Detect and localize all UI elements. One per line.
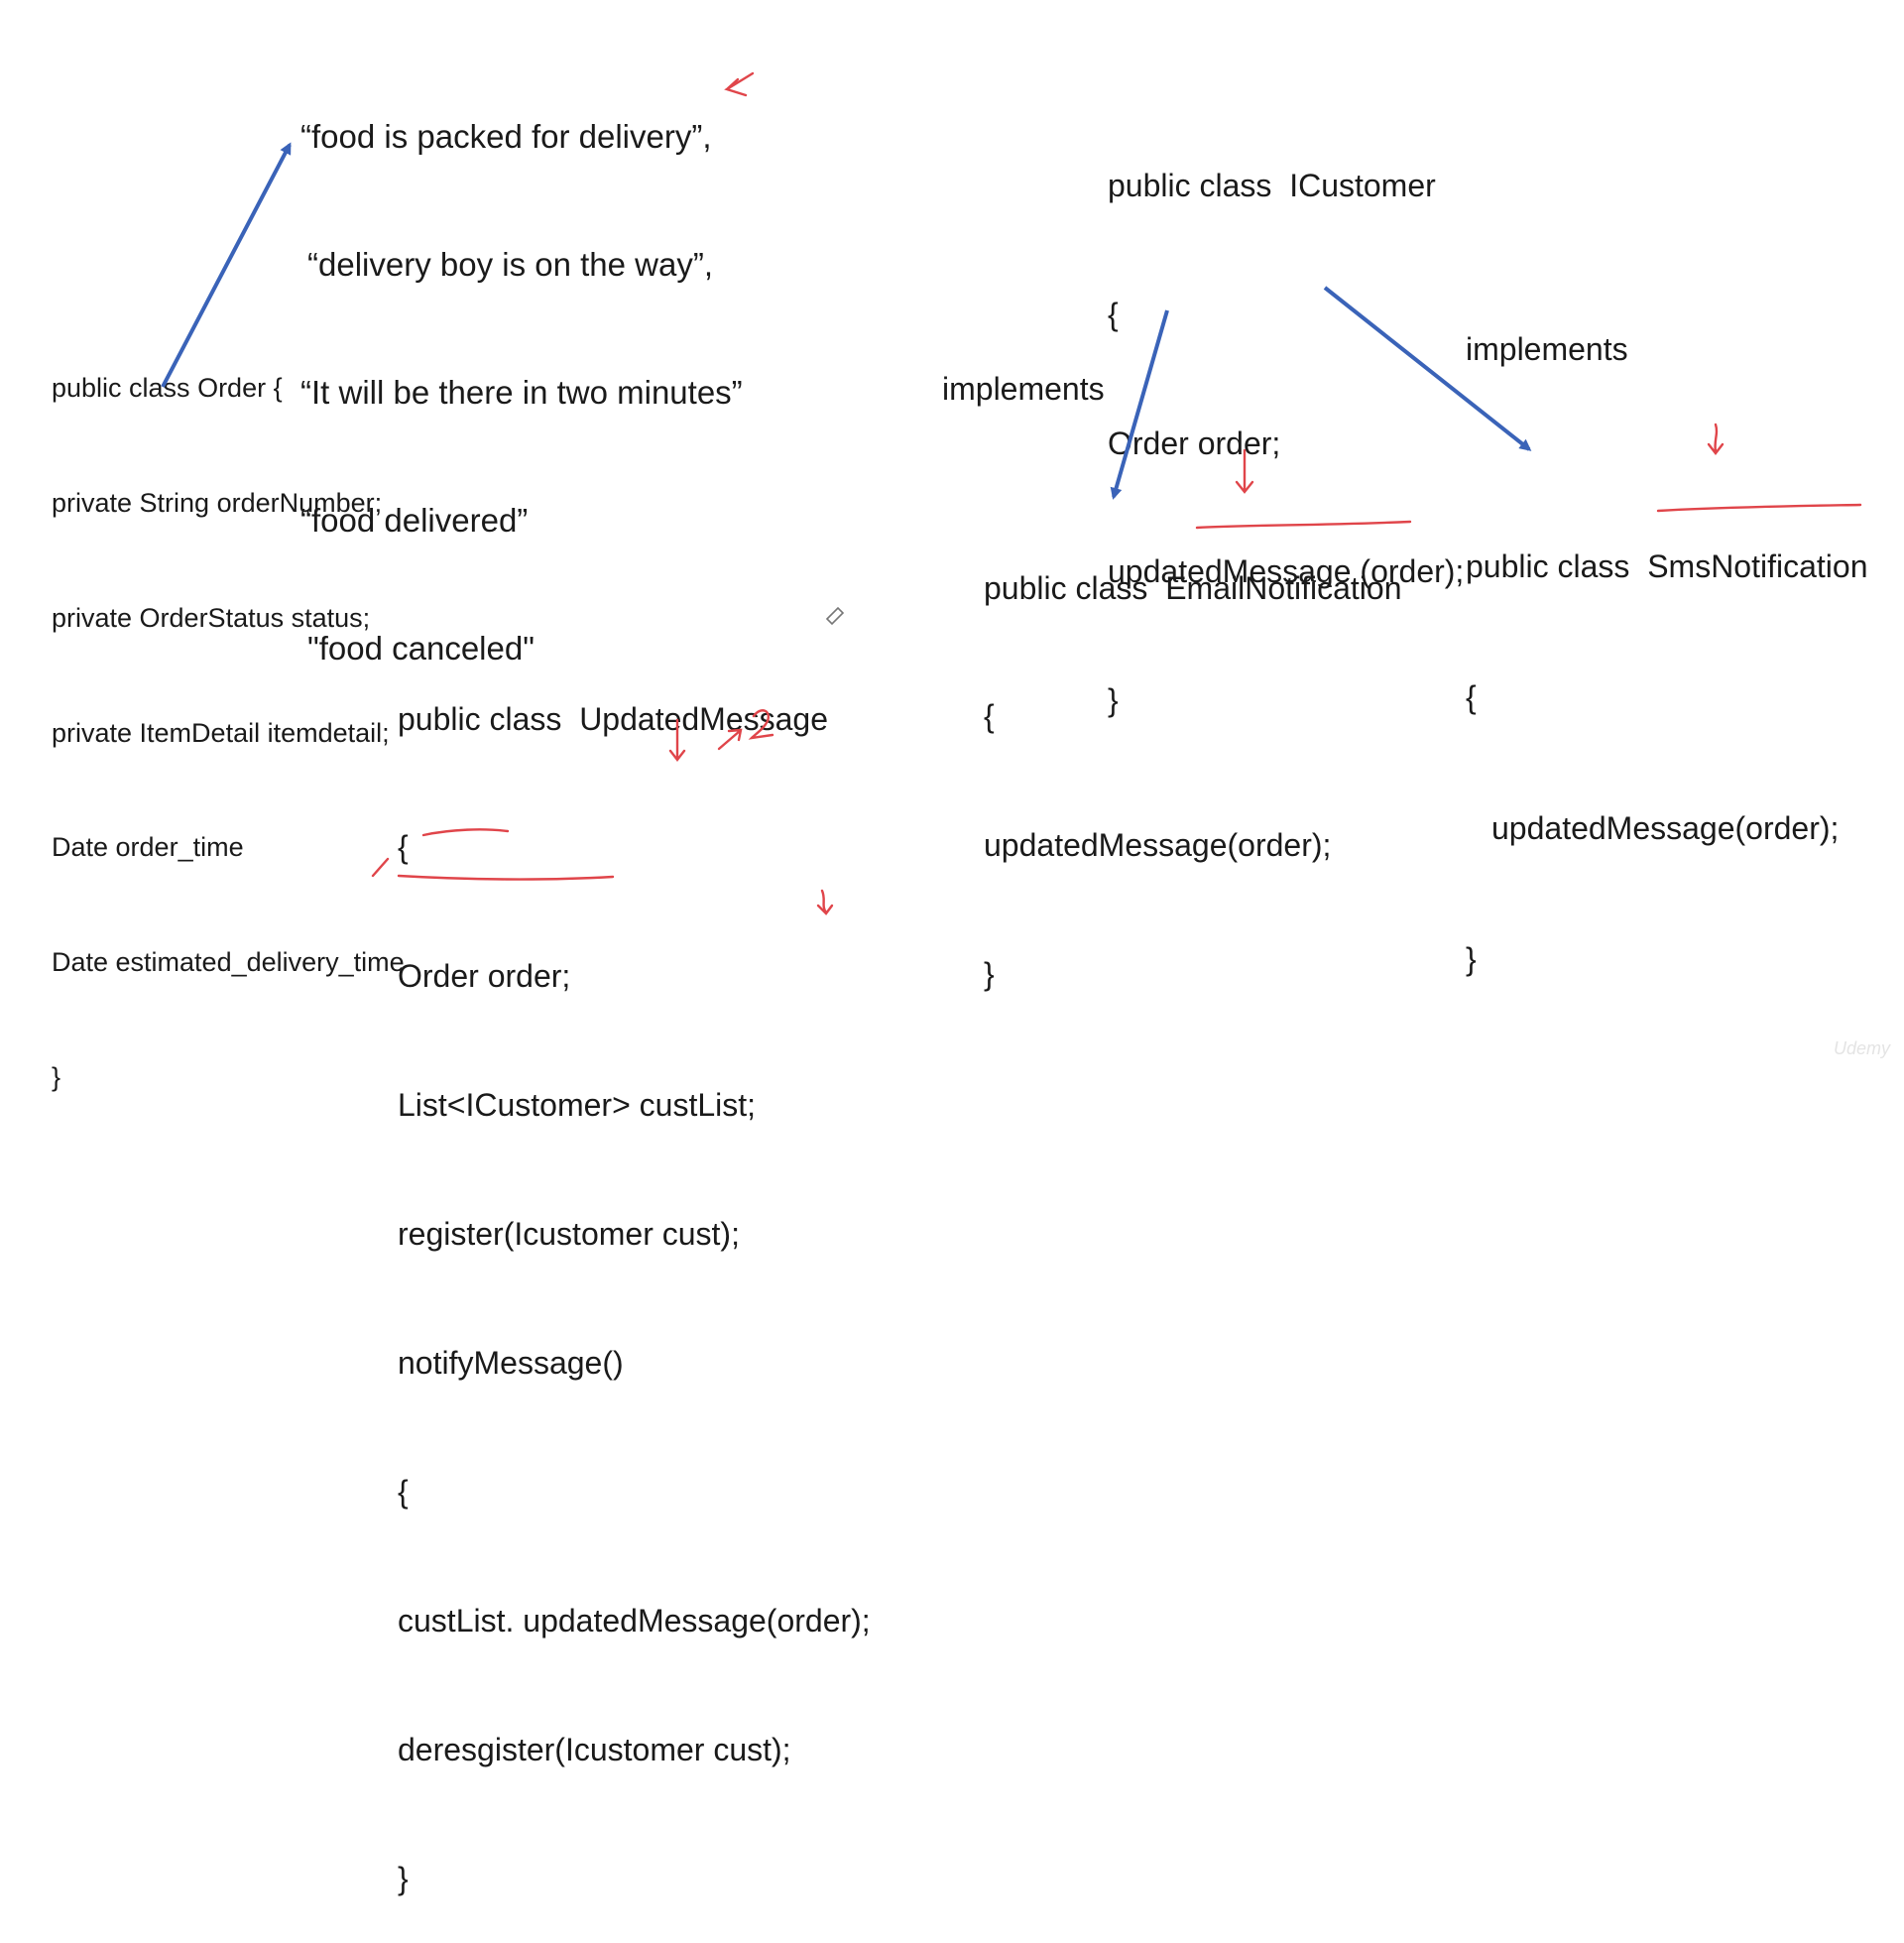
sms-notification-open-brace: { <box>1466 679 1477 715</box>
email-notification-method-updated-message: updatedMessage(order); <box>984 827 1332 864</box>
order-class-declaration: public class Order { <box>52 373 283 404</box>
status-message-packed: “food is packed for delivery”, <box>300 118 712 155</box>
status-message-on-the-way: “delivery boy is on the way”, <box>307 246 714 283</box>
order-field-status: private OrderStatus status; <box>52 602 371 633</box>
icustomer-method-updated-message: updatedMessage (order); <box>1108 553 1465 590</box>
updated-message-open-brace: { <box>398 829 409 866</box>
notify-open-brace: { <box>398 1473 409 1510</box>
implements-label-sms: implements <box>1466 331 1628 367</box>
implements-label-email: implements <box>942 371 1105 407</box>
updated-message-field-order: Order order; <box>398 958 571 995</box>
icustomer-open-brace: { <box>1108 297 1119 333</box>
order-field-order-time: Date order_time <box>52 832 244 863</box>
updated-message-method-deregister: deresgister(Icustomer cust); <box>398 1731 791 1767</box>
status-messages: “food is packed for delivery”, “delivery… <box>300 30 743 712</box>
updated-message-close-brace: } <box>398 1860 409 1896</box>
sms-notification-method-updated-message: updatedMessage(order); <box>1491 810 1840 846</box>
email-notification-class-code: public class EmailNotification { updated… <box>984 481 1402 1039</box>
icustomer-close-brace: } <box>1108 681 1119 718</box>
updated-message-method-register: register(Icustomer cust); <box>398 1216 740 1253</box>
order-class-code: public class Order { private String orde… <box>52 293 405 1135</box>
sms-notification-class-code: public class SmsNotification { updatedMe… <box>1466 457 1867 1025</box>
updated-message-class-code: public class UpdatedMessage { Order orde… <box>398 612 871 1943</box>
order-field-estimated-delivery-time: Date estimated_delivery_time <box>52 947 405 978</box>
down-arrow-sms <box>1707 423 1725 455</box>
order-field-itemdetail: private ItemDetail itemdetail; <box>52 717 390 748</box>
sms-notification-class-declaration: public class SmsNotification <box>1466 548 1868 584</box>
email-notification-close-brace: } <box>984 956 995 993</box>
status-message-canceled: "food canceled" <box>307 630 535 667</box>
notify-call-updated-message: custList. updatedMessage(order); <box>398 1602 871 1639</box>
sms-notification-close-brace: } <box>1466 941 1477 977</box>
email-notification-open-brace: { <box>984 698 995 735</box>
updated-message-class-declaration: public class UpdatedMessage <box>398 700 829 737</box>
status-message-delivered: “food delivered” <box>300 502 529 539</box>
updated-message-method-notify: notifyMessage() <box>398 1345 624 1382</box>
icustomer-field-order: Order order; <box>1108 425 1281 461</box>
order-field-order-number: private String orderNumber; <box>52 487 383 518</box>
order-class-close-brace: } <box>52 1061 61 1092</box>
updated-message-field-cust-list: List<ICustomer> custList; <box>398 1087 757 1124</box>
udemy-watermark: Udemy <box>1833 1038 1890 1058</box>
email-notification-class-declaration: public class EmailNotification <box>984 569 1402 606</box>
status-message-two-minutes: “It will be there in two minutes” <box>300 374 743 411</box>
icustomer-class-declaration: public class ICustomer <box>1108 168 1436 204</box>
